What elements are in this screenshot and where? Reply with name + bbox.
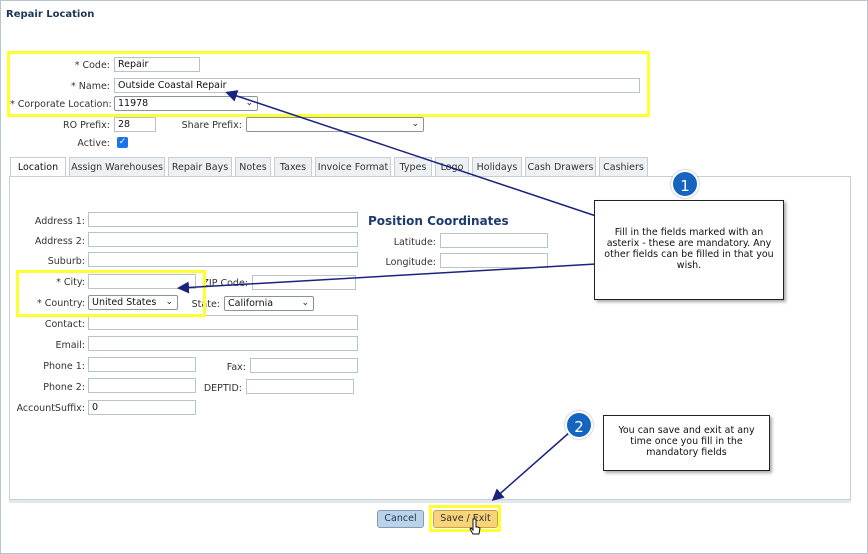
callout-1-number-badge: 1 xyxy=(671,170,699,198)
name-label: * Name: xyxy=(20,81,110,92)
corporate-location-label: * Corporate Location: xyxy=(10,99,112,110)
callout-1-box: Fill in the fields marked with an asteri… xyxy=(594,200,784,300)
longitude-input[interactable] xyxy=(440,253,548,268)
tab-repair-bays[interactable]: Repair Bays xyxy=(168,157,232,177)
mouse-pointer-icon xyxy=(469,518,481,535)
tab-assign-warehouses[interactable]: Assign Warehouses xyxy=(69,157,165,177)
state-select[interactable]: California ⌄ xyxy=(224,296,314,311)
share-prefix-select[interactable]: ⌄ xyxy=(246,117,424,132)
required-mark: * xyxy=(74,60,80,71)
fax-label: Fax: xyxy=(226,362,246,373)
tab-invoice-format[interactable]: Invoice Format xyxy=(315,157,391,177)
save-button-highlight xyxy=(429,505,501,532)
tab-cashiers[interactable]: Cashiers xyxy=(599,157,648,177)
code-input[interactable]: Repair xyxy=(114,57,200,72)
tab-location[interactable]: Location xyxy=(10,157,66,178)
chevron-down-icon: ⌄ xyxy=(165,297,173,307)
code-label: * Code: xyxy=(20,60,110,71)
deptid-label: DEPTID: xyxy=(203,383,242,394)
share-prefix-label: Share Prefix: xyxy=(181,120,242,131)
required-mark: * xyxy=(36,298,42,309)
latitude-input[interactable] xyxy=(440,233,548,248)
state-value: California xyxy=(228,298,274,309)
address1-input[interactable] xyxy=(88,212,358,227)
mandatory-city-country-highlight xyxy=(16,270,206,317)
city-label-text: City: xyxy=(63,277,85,288)
zip-label: ZIP Code: xyxy=(202,278,248,289)
country-label-text: Country: xyxy=(44,298,85,309)
longitude-label: Longitude: xyxy=(385,257,436,268)
fax-input[interactable] xyxy=(250,358,358,373)
active-checkbox[interactable]: ✓ xyxy=(117,137,128,148)
phone2-input[interactable] xyxy=(88,378,196,393)
callout-2-number-badge: 2 xyxy=(565,411,593,439)
corporate-location-value: 11978 xyxy=(118,98,149,109)
name-label-text: Name: xyxy=(78,81,110,92)
tab-types[interactable]: Types xyxy=(394,157,432,177)
tab-logo[interactable]: Logo xyxy=(435,157,469,177)
ro-prefix-label: RO Prefix: xyxy=(62,120,110,131)
address2-label: Address 2: xyxy=(34,236,85,247)
panel-footer-bar xyxy=(9,500,851,503)
address1-label: Address 1: xyxy=(34,216,85,227)
email-input[interactable] xyxy=(88,336,358,351)
account-suffix-label: AccountSuffix: xyxy=(16,403,85,414)
suburb-input[interactable] xyxy=(88,252,358,267)
phone1-label: Phone 1: xyxy=(43,361,85,372)
code-label-text: Code: xyxy=(82,60,110,71)
required-mark: * xyxy=(56,277,61,288)
suburb-label: Suburb: xyxy=(47,256,85,267)
required-mark: * xyxy=(70,81,76,92)
country-value: United States xyxy=(92,297,157,308)
required-mark: * xyxy=(10,99,15,110)
active-label: Active: xyxy=(77,138,110,149)
tab-holidays[interactable]: Holidays xyxy=(472,157,522,177)
deptid-input[interactable] xyxy=(246,379,354,394)
country-label: * Country: xyxy=(10,298,85,309)
country-select[interactable]: United States ⌄ xyxy=(88,295,178,310)
email-label: Email: xyxy=(55,340,85,351)
tab-taxes[interactable]: Taxes xyxy=(274,157,312,177)
tab-cash-drawers[interactable]: Cash Drawers xyxy=(525,157,596,177)
tab-notes[interactable]: Notes xyxy=(235,157,271,177)
contact-input[interactable] xyxy=(88,315,358,330)
phone1-input[interactable] xyxy=(88,357,196,372)
chevron-down-icon: ⌄ xyxy=(411,119,419,129)
account-suffix-input[interactable]: 0 xyxy=(88,400,196,415)
save-exit-button[interactable]: Save / Exit xyxy=(433,510,498,528)
contact-label: Contact: xyxy=(44,319,85,330)
position-coordinates-title: Position Coordinates xyxy=(368,214,509,228)
latitude-label: Latitude: xyxy=(393,237,436,248)
city-label: * City: xyxy=(10,277,85,288)
cancel-button[interactable]: Cancel xyxy=(377,510,424,528)
zip-input[interactable] xyxy=(252,275,356,290)
callout-2-box: You can save and exit at any time once y… xyxy=(603,415,770,471)
chevron-down-icon: ⌄ xyxy=(301,298,309,308)
address2-input[interactable] xyxy=(88,232,358,247)
ro-prefix-input[interactable]: 28 xyxy=(114,117,156,132)
phone2-label: Phone 2: xyxy=(43,382,85,393)
mandatory-header-highlight xyxy=(7,51,650,117)
corporate-location-label-text: Corporate Location: xyxy=(17,99,112,110)
window-title: Repair Location xyxy=(6,9,95,20)
